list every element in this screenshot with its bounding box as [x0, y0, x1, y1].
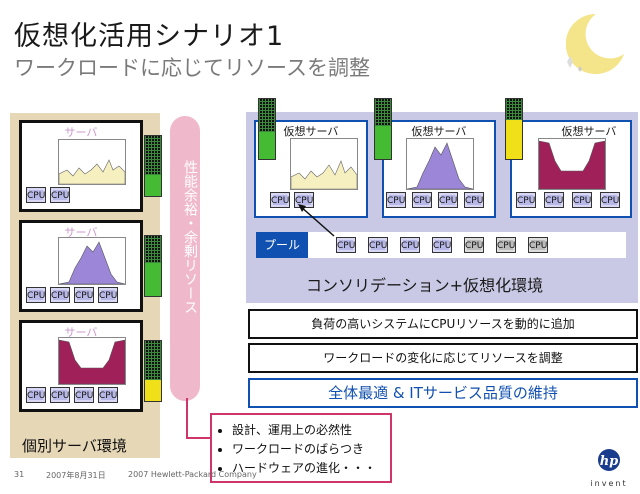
- note-item: ハードウェアの進化・・・: [232, 459, 390, 478]
- pool-label: プール: [256, 232, 308, 258]
- logo-tagline: invent: [590, 479, 628, 488]
- benefit-box-3: 全体最適 & ITサービス品質の維持: [248, 378, 638, 408]
- consolidated-env-caption: コンソリデーション+仮想化環境: [306, 276, 544, 295]
- hp-logo: hp invent: [588, 448, 630, 488]
- cpu-chip: CPU: [600, 192, 620, 208]
- cpu-chip: CPU: [496, 237, 516, 253]
- moon-icon: [566, 13, 624, 74]
- reason-note: 設計、運用上の必然性 ワークロードのばらつき ハードウェアの進化・・・: [210, 413, 392, 483]
- server-label: サーバ: [64, 126, 98, 139]
- allocation-arrow: [298, 204, 335, 237]
- note-item: 設計、運用上の必然性: [232, 421, 390, 440]
- cpu-chip: CPU: [438, 192, 458, 208]
- cpu-chip: CPU: [432, 237, 452, 253]
- workload-graph: [406, 138, 474, 190]
- cpu-chip: CPU: [516, 192, 536, 208]
- consolidated-panel: 仮想サーバ CPU CPU 仮想サーバ CPU CPU CPU CPU 仮想サー…: [246, 112, 638, 303]
- cpu-chip: CPU: [74, 387, 94, 403]
- surplus-resource-label: 性能余裕・余剰リソース: [182, 160, 198, 314]
- server-box: サーバ CPU CPU CPU CPU: [19, 220, 143, 312]
- utilization-meter: [144, 135, 162, 197]
- hp-logo-icon: hp: [598, 449, 620, 471]
- workload-graph: [58, 237, 126, 285]
- virtual-server-box: 仮想サーバ CPU CPU CPU CPU: [382, 120, 496, 218]
- server-label: サーバ: [64, 226, 98, 239]
- cpu-chip: CPU: [294, 192, 314, 208]
- server-box: サーバ CPU CPU: [19, 120, 143, 212]
- individual-env-caption: 個別サーバ環境: [22, 437, 127, 455]
- cpu-chip: CPU: [270, 192, 290, 208]
- surplus-resource-pill: 性能余裕・余剰リソース: [170, 116, 200, 401]
- cpu-chip: CPU: [26, 287, 46, 303]
- cpu-chip: CPU: [572, 192, 592, 208]
- cpu-chip: CPU: [336, 237, 356, 253]
- benefit-box-2: ワークロードの変化に応じてリソースを調整: [248, 343, 638, 373]
- note-item: ワークロードのばらつき: [232, 440, 390, 459]
- resource-pool: プール CPU CPU CPU CPU CPU CPU CPU: [256, 232, 626, 258]
- cpu-chip: CPU: [528, 237, 548, 253]
- cpu-chip: CPU: [98, 287, 118, 303]
- footer-date: 2007年8月31日: [46, 471, 106, 480]
- cpu-chip: CPU: [464, 192, 484, 208]
- virtual-server-label: 仮想サーバ: [283, 125, 339, 138]
- footer-copyright: 2007 Hewlett-Packard Company: [128, 470, 257, 479]
- cpu-chip: CPU: [98, 387, 118, 403]
- benefit-box-1: 負荷の高いシステムにCPUリソースを動的に追加: [248, 309, 638, 339]
- cpu-chip: CPU: [26, 387, 46, 403]
- utilization-meter: [258, 98, 276, 160]
- svg-text:hp: hp: [600, 454, 619, 469]
- slide-subtitle: ワークロードに応じてリソースを調整: [14, 56, 370, 80]
- page-number: 31: [14, 470, 25, 479]
- cpu-chip: CPU: [50, 287, 70, 303]
- cpu-chip: CPU: [464, 237, 484, 253]
- cpu-chip: CPU: [386, 192, 406, 208]
- cpu-chip: CPU: [544, 192, 564, 208]
- workload-graph: [290, 138, 358, 190]
- virtual-server-box: 仮想サーバ CPU CPU: [254, 120, 368, 218]
- virtual-server-label: 仮想サーバ: [561, 125, 617, 138]
- cpu-chip: CPU: [368, 237, 388, 253]
- cpu-chip: CPU: [412, 192, 432, 208]
- cpu-chip: CPU: [400, 237, 420, 253]
- workload-graph: [58, 139, 126, 185]
- virtual-server-label: 仮想サーバ: [411, 125, 467, 138]
- workload-graph: [58, 337, 126, 385]
- slide-title: 仮想化活用シナリオ1: [14, 21, 285, 52]
- server-box: サーバ CPU CPU CPU CPU: [19, 320, 143, 412]
- server-label: サーバ: [64, 326, 98, 339]
- utilization-meter: [144, 340, 162, 402]
- utilization-meter: [144, 235, 162, 297]
- utilization-meter: [505, 98, 523, 160]
- cpu-chip: CPU: [50, 187, 70, 203]
- connector-line: [186, 398, 210, 439]
- virtual-server-box: 仮想サーバ CPU CPU CPU CPU: [510, 120, 632, 218]
- cpu-chip: CPU: [50, 387, 70, 403]
- workload-graph: [538, 138, 606, 190]
- cpu-chip: CPU: [26, 187, 46, 203]
- utilization-meter: [374, 98, 392, 160]
- cpu-chip: CPU: [74, 287, 94, 303]
- individual-server-panel: サーバ CPU CPU サーバ CPU CPU CPU CPU サーバ CPU …: [10, 113, 160, 458]
